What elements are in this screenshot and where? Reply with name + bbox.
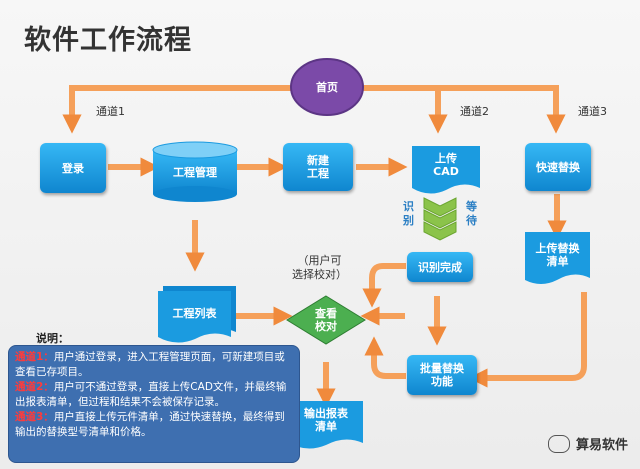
brand-logo: 算易软件 xyxy=(547,434,628,453)
arrow-home-channel2 xyxy=(363,85,448,134)
page-title: 软件工作流程 xyxy=(24,25,192,56)
note-item-3: 通道3：用户直接上传元件清单，通过快速替换，最终得到输出的替换型号清单和价格。 xyxy=(15,411,285,438)
node-home[interactable]: 首页 xyxy=(316,80,338,94)
document-shape-output xyxy=(289,401,363,449)
node-upload-cad[interactable]: 上传 CAD xyxy=(433,152,459,178)
node-login[interactable]: 登录 xyxy=(40,143,106,193)
label-user-check: （用户可 选择校对） xyxy=(292,254,347,281)
node-check-verify[interactable]: 查看 校对 xyxy=(315,307,337,333)
arrow-upload-batch xyxy=(468,292,587,388)
arrow-home-channel3 xyxy=(438,85,566,134)
database-shape-project-mgmt xyxy=(152,141,238,202)
document-shape-cad xyxy=(412,146,480,194)
note-item-1: 通道1：用户通过登录，进入工程管理页面，可新建项目或查看已存项目。 xyxy=(15,351,285,378)
diamond-shape-check xyxy=(286,295,366,345)
node-new-project[interactable]: 新建 工程 xyxy=(283,143,353,191)
node-output-report[interactable]: 输出报表 清单 xyxy=(304,407,348,433)
note-heading: 说明： xyxy=(36,332,69,345)
node-upload-replace-list[interactable]: 上传替换 清单 xyxy=(535,242,580,268)
label-channel3: 通道3 xyxy=(578,105,607,118)
document-shape-upload-list xyxy=(525,232,590,284)
node-project-mgmt[interactable]: 工程管理 xyxy=(173,165,217,179)
arrow-home-left xyxy=(62,85,293,134)
label-recognize: 识 别 xyxy=(403,200,414,227)
node-project-list[interactable]: 工程列表 xyxy=(172,306,217,320)
stacked-docs-project-list xyxy=(158,286,236,343)
node-quick-replace[interactable]: 快速替换 xyxy=(525,143,591,191)
wait-chevrons xyxy=(423,197,457,241)
node-recognized[interactable]: 识别完成 xyxy=(407,252,473,282)
arrow-recognized-check xyxy=(362,263,406,308)
circle-shape-home xyxy=(290,58,364,116)
brand-name: 算易软件 xyxy=(575,438,628,453)
node-batch-replace[interactable]: 批量替换 功能 xyxy=(407,355,477,395)
label-channel2: 通道2 xyxy=(460,105,489,118)
label-wait: 等 待 xyxy=(466,200,477,227)
arrow-batch-check xyxy=(364,336,406,379)
note-item-2: 通道2：用户可不通过登录，直接上传CAD文件，并最终输出报表清单，但过程和结果不… xyxy=(15,381,287,408)
label-channel1: 通道1 xyxy=(96,105,125,118)
chat-icon xyxy=(547,434,570,453)
note-box: 通道1：用户通过登录，进入工程管理页面，可新建项目或查看已存项目。 通道2：用户… xyxy=(8,345,300,463)
